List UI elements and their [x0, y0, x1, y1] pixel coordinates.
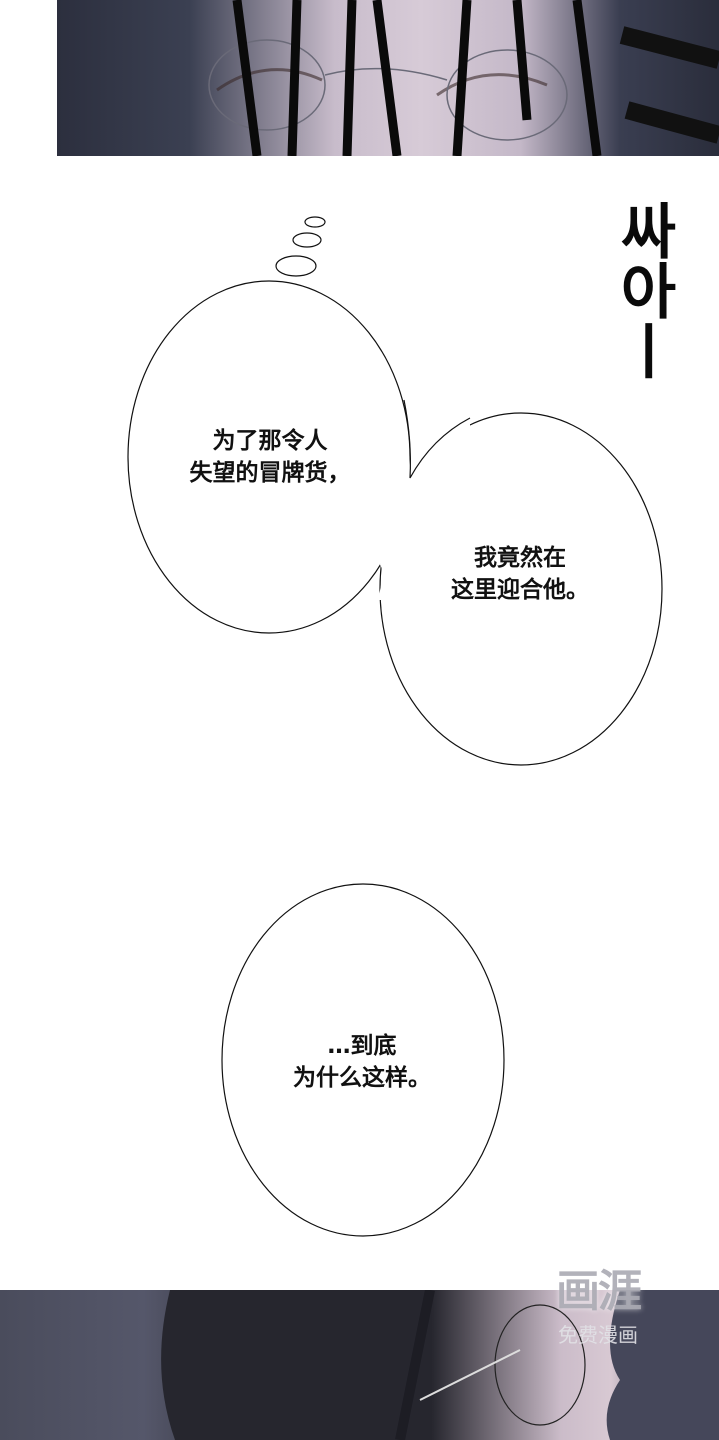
bubble-1-line-2: 失望的冒牌货，	[189, 460, 351, 486]
profile-artwork	[161, 1290, 719, 1440]
bottom-comic-panel	[0, 1290, 719, 1440]
top-comic-panel	[57, 0, 719, 156]
watermark-subtitle: 免费漫画	[558, 1323, 638, 1347]
bubble-2-line-2: 这里迎合他。	[451, 577, 589, 603]
watermark-logo: 画涯	[556, 1266, 642, 1317]
bubble-1-line-1: 为了那令人	[212, 428, 328, 454]
thought-bubble-1: 为了那令人 失望的冒牌货，	[150, 425, 390, 489]
thought-bubble-3: …到底 为什么这样。	[262, 1030, 462, 1094]
thought-bubble-2: 我竟然在 这里迎合他。	[420, 542, 620, 606]
eyes-artwork	[208, 0, 719, 156]
sound-effect-text: 싸아ㅣ	[608, 200, 678, 380]
bubble-3-line-1: …到底	[327, 1033, 397, 1059]
bubble-3-line-2: 为什么这样。	[293, 1065, 431, 1091]
bubble-2-line-1: 我竟然在	[474, 545, 566, 571]
watermark: 画涯 免费漫画	[538, 1255, 658, 1348]
